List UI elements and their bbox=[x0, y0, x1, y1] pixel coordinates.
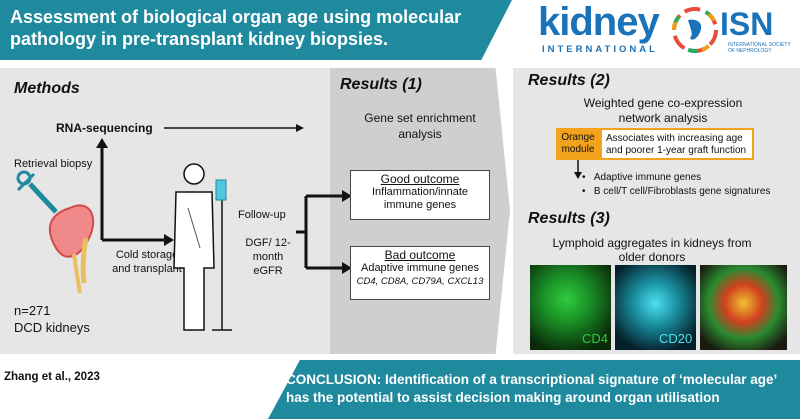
syringe-icon bbox=[16, 170, 58, 214]
results2-heading: Results (2) bbox=[528, 72, 610, 89]
header-banner bbox=[0, 0, 512, 60]
cold-storage-label: Cold storage and transplant bbox=[112, 249, 182, 275]
bad-outcome-box: Bad outcome Adaptive immune genes CD4, C… bbox=[350, 246, 490, 300]
kidney-icon bbox=[48, 204, 95, 294]
kidney-international-logo: kidney INTERNATIONAL bbox=[538, 0, 663, 58]
n-label: n=271 bbox=[14, 303, 51, 318]
good-outcome-body: Inflammation/innate immune genes bbox=[372, 186, 468, 211]
good-outcome-box: Good outcome Inflammation/innate immune … bbox=[350, 170, 490, 220]
kidney-logo-sub: INTERNATIONAL bbox=[542, 44, 658, 55]
bullet-signatures: • B cell/T cell/Fibroblasts gene signatu… bbox=[582, 186, 771, 197]
patient-icon bbox=[173, 163, 232, 331]
bullet-signatures-text: B cell/T cell/Fibroblasts gene signature… bbox=[593, 186, 771, 197]
gsea-label: Gene set enrichment analysis bbox=[364, 111, 476, 141]
results1-heading: Results (1) bbox=[340, 76, 422, 93]
wgcna-label: Weighted gene co-expression network anal… bbox=[583, 96, 743, 125]
bullet-adaptive-text: Adaptive immune genes bbox=[593, 172, 702, 183]
dgf-label: DGF/ 12-month eGFR bbox=[245, 237, 291, 277]
results3-heading: Results (3) bbox=[528, 210, 610, 227]
down-arrow-icon bbox=[574, 160, 582, 179]
orange-module-label: Orange module bbox=[556, 128, 600, 160]
cd20-label: CD20 bbox=[659, 331, 693, 346]
outcome-arrows bbox=[306, 190, 352, 274]
isn-logo-word: ISN bbox=[720, 6, 774, 42]
conclusion-banner bbox=[268, 360, 800, 419]
methods-illustration bbox=[16, 124, 308, 331]
good-outcome-title: Good outcome bbox=[380, 172, 460, 186]
bad-outcome-genes: CD4, CD8A, CD79A, CXCL13 bbox=[356, 276, 484, 287]
cd4-label: CD4 bbox=[582, 331, 609, 346]
orange-module-desc: Associates with increasing age and poore… bbox=[600, 128, 754, 160]
retrieval-label: Retrieval biopsy bbox=[14, 158, 93, 170]
page-title: Assessment of biological organ age using… bbox=[10, 7, 462, 49]
cd4-micrograph: CD4 bbox=[530, 265, 611, 350]
lymphoid-label: Lymphoid aggregates in kidneys from olde… bbox=[552, 236, 752, 264]
isn-logo: ISN INTERNATIONAL SOCIETY OF NEPHROLOGY bbox=[668, 2, 800, 58]
bad-outcome-title: Bad outcome bbox=[384, 248, 456, 262]
followup-label: Follow-up bbox=[238, 209, 286, 221]
reference: Zhang et al., 2023 bbox=[4, 371, 100, 383]
kidney-logo-word: kidney bbox=[538, 0, 660, 44]
rna-seq-label: RNA-sequencing bbox=[56, 121, 153, 135]
bullet-adaptive: • Adaptive immune genes bbox=[582, 172, 702, 183]
methods-heading: Methods bbox=[14, 80, 80, 97]
isn-emblem-icon bbox=[672, 7, 718, 53]
isn-logo-sub: INTERNATIONAL SOCIETY OF NEPHROLOGY bbox=[728, 42, 791, 54]
merged-micrograph bbox=[700, 265, 787, 350]
bad-outcome-body: Adaptive immune genes bbox=[360, 262, 479, 274]
cd20-micrograph: CD20 bbox=[615, 265, 696, 350]
dcd-label: DCD kidneys bbox=[14, 320, 90, 335]
conclusion-text: CONCLUSION: Identification of a transcri… bbox=[286, 372, 777, 405]
